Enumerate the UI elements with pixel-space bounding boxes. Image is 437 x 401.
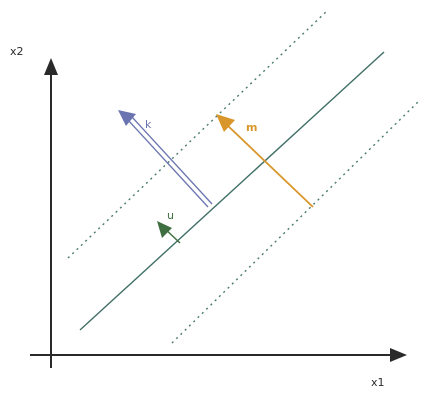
vector-u-label: u (167, 209, 174, 222)
vector-u-arrowhead (157, 221, 172, 238)
y-axis-arrowhead (44, 58, 58, 75)
vector-k-shaft-b (131, 116, 213, 205)
x-axis-arrowhead (390, 348, 407, 362)
dotted-boundary-upper (67, 9, 329, 259)
vector-m-arrowhead (216, 114, 235, 132)
vector-m-shaft (225, 123, 314, 208)
vector-k-label: k (145, 118, 152, 131)
axis-x-label: x1 (371, 376, 385, 389)
vector-m-label: m (246, 121, 257, 134)
dotted-boundary-lower (171, 99, 421, 344)
separating-line (79, 51, 385, 331)
vector-k-shaft-a (127, 119, 209, 208)
vector-k-arrowhead (118, 110, 136, 126)
axis-y-label: x2 (10, 45, 24, 58)
